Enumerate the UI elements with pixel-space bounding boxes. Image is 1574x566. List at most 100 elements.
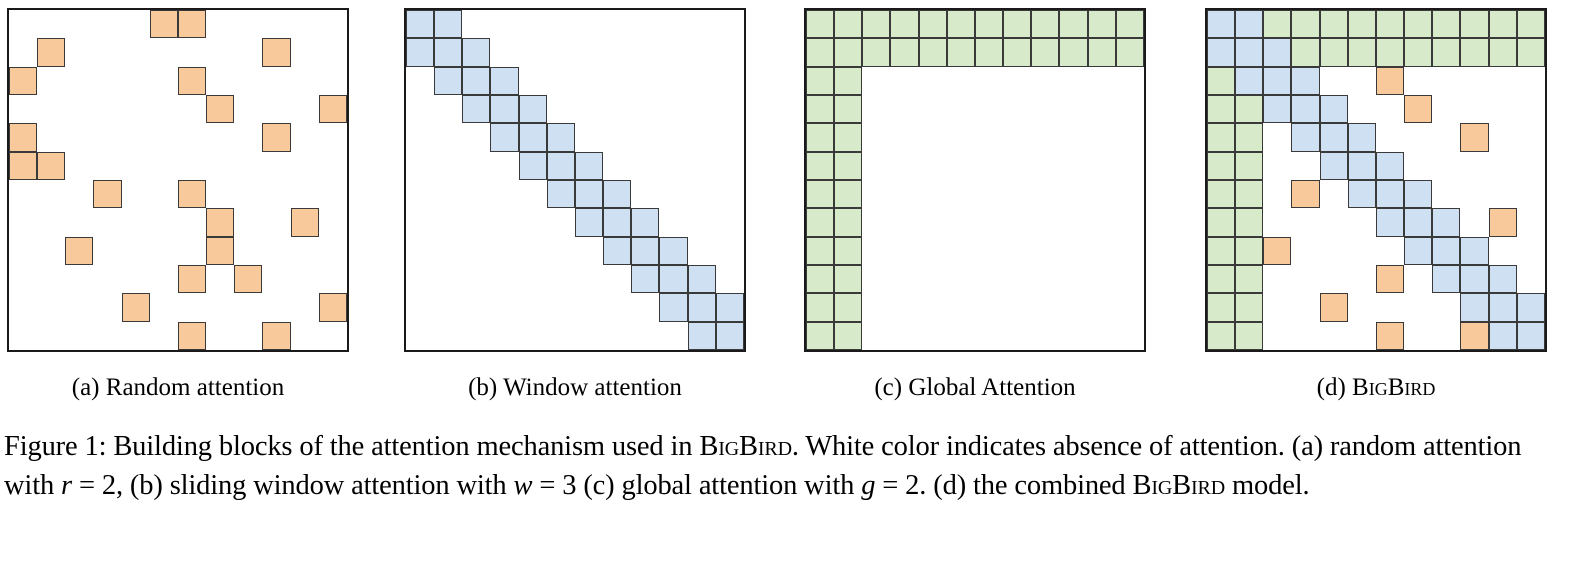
- attention-cell-empty: [1116, 208, 1144, 236]
- attention-cell-window: [659, 265, 688, 294]
- attention-cell-empty: [1291, 322, 1319, 350]
- attention-cell-random: [318, 293, 347, 322]
- attention-cell-empty: [1517, 265, 1545, 293]
- attention-cell-global: [1432, 38, 1461, 67]
- attention-cell-window: [1263, 38, 1292, 67]
- attention-cell-empty: [206, 152, 234, 180]
- attention-cell-empty: [947, 95, 975, 123]
- attention-cell-empty: [890, 180, 918, 208]
- caption-bigbird-1: BigBird: [699, 431, 792, 462]
- attention-cell-empty: [947, 322, 975, 350]
- attention-cell-empty: [1031, 265, 1059, 293]
- attention-cell-empty: [234, 95, 262, 123]
- attention-cell-empty: [93, 10, 121, 38]
- attention-cell-global: [1291, 38, 1320, 67]
- attention-cell-random: [1375, 66, 1405, 95]
- attention-cell-global: [974, 38, 1004, 67]
- attention-cell-window: [1319, 151, 1348, 180]
- attention-cell-global: [1235, 208, 1264, 237]
- attention-cell-global: [1003, 38, 1032, 67]
- attention-cell-window: [1516, 293, 1545, 322]
- attention-grid: [806, 10, 1144, 350]
- attention-cell-empty: [1404, 123, 1432, 151]
- attention-cell-empty: [1263, 180, 1291, 208]
- attention-cell-empty: [1432, 95, 1460, 123]
- attention-cell-random: [234, 265, 263, 294]
- attention-cell-empty: [93, 38, 121, 66]
- attention-cell-empty: [490, 265, 518, 293]
- attention-cell-window: [546, 180, 575, 209]
- attention-cell-empty: [547, 10, 575, 38]
- attention-cell-empty: [1348, 293, 1376, 321]
- attention-cell-empty: [1489, 237, 1517, 265]
- attention-cell-empty: [234, 208, 262, 236]
- attention-cell-window: [462, 95, 491, 124]
- attention-cell-empty: [1404, 152, 1432, 180]
- attention-cell-global: [1207, 123, 1236, 152]
- attention-cell-random: [121, 293, 150, 322]
- attention-cell-empty: [688, 95, 716, 123]
- attention-cell-empty: [1291, 152, 1319, 180]
- attention-cell-window: [1291, 66, 1320, 95]
- attention-cell-global: [1235, 123, 1264, 152]
- panel-window-attention: (b) Window attention: [404, 8, 746, 401]
- attention-cell-window: [1235, 66, 1264, 95]
- attention-cell-empty: [434, 152, 462, 180]
- attention-cell-global: [1319, 10, 1348, 39]
- attention-cell-empty: [150, 237, 178, 265]
- attention-cell-empty: [206, 123, 234, 151]
- attention-cell-global: [1347, 38, 1376, 67]
- attention-cell-empty: [1263, 208, 1291, 236]
- attention-cell-window: [603, 180, 632, 209]
- attention-cell-empty: [1003, 123, 1031, 151]
- attention-cell-global: [1516, 38, 1545, 67]
- attention-cell-empty: [890, 123, 918, 151]
- attention-cell-window: [434, 38, 463, 67]
- panel-caption-prefix-d: (d): [1316, 374, 1346, 401]
- attention-cell-empty: [547, 208, 575, 236]
- attention-matrix-random: [7, 8, 349, 352]
- attention-cell-empty: [975, 208, 1003, 236]
- attention-cell-empty: [434, 123, 462, 151]
- attention-cell-empty: [206, 38, 234, 66]
- attention-cell-window: [1291, 95, 1320, 124]
- attention-cell-empty: [575, 322, 603, 350]
- attention-cell-empty: [862, 237, 890, 265]
- attention-cell-empty: [631, 180, 659, 208]
- attention-cell-empty: [1432, 322, 1460, 350]
- panel-caption-text-d: BigBird: [1352, 374, 1436, 401]
- attention-cell-empty: [262, 293, 290, 321]
- attention-cell-empty: [688, 237, 716, 265]
- attention-cell-window: [1432, 236, 1461, 265]
- attention-cell-empty: [178, 95, 206, 123]
- attention-cell-window: [1347, 151, 1376, 180]
- attention-cell-empty: [9, 95, 37, 123]
- attention-cell-empty: [716, 265, 744, 293]
- attention-cell-empty: [65, 152, 93, 180]
- attention-cell-empty: [462, 265, 490, 293]
- attention-cell-empty: [65, 10, 93, 38]
- attention-cell-empty: [547, 293, 575, 321]
- attention-cell-empty: [9, 180, 37, 208]
- panel-caption-text-c: Global Attention: [908, 374, 1076, 401]
- attention-cell-empty: [1263, 123, 1291, 151]
- attention-cell-empty: [1263, 265, 1291, 293]
- attention-cell-empty: [1059, 265, 1087, 293]
- attention-cell-global: [806, 123, 835, 152]
- attention-cell-empty: [65, 322, 93, 350]
- panel-caption-bigbird: (d) BigBird: [1205, 373, 1547, 403]
- attention-cell-empty: [262, 10, 290, 38]
- attention-cell-empty: [1348, 322, 1376, 350]
- attention-cell-empty: [1263, 322, 1291, 350]
- attention-cell-empty: [547, 265, 575, 293]
- caption-segment-1: Figure 1: Building blocks of the attenti…: [4, 431, 700, 462]
- attention-cell-window: [1375, 151, 1405, 180]
- attention-cell-empty: [1291, 208, 1319, 236]
- attention-cell-empty: [206, 67, 234, 95]
- attention-cell-global: [974, 10, 1004, 39]
- panel-caption-global: (c) Global Attention: [804, 373, 1146, 403]
- attention-cell-empty: [434, 180, 462, 208]
- attention-cell-window: [546, 151, 575, 180]
- attention-cell-global: [806, 38, 835, 67]
- attention-cell-global: [862, 10, 891, 39]
